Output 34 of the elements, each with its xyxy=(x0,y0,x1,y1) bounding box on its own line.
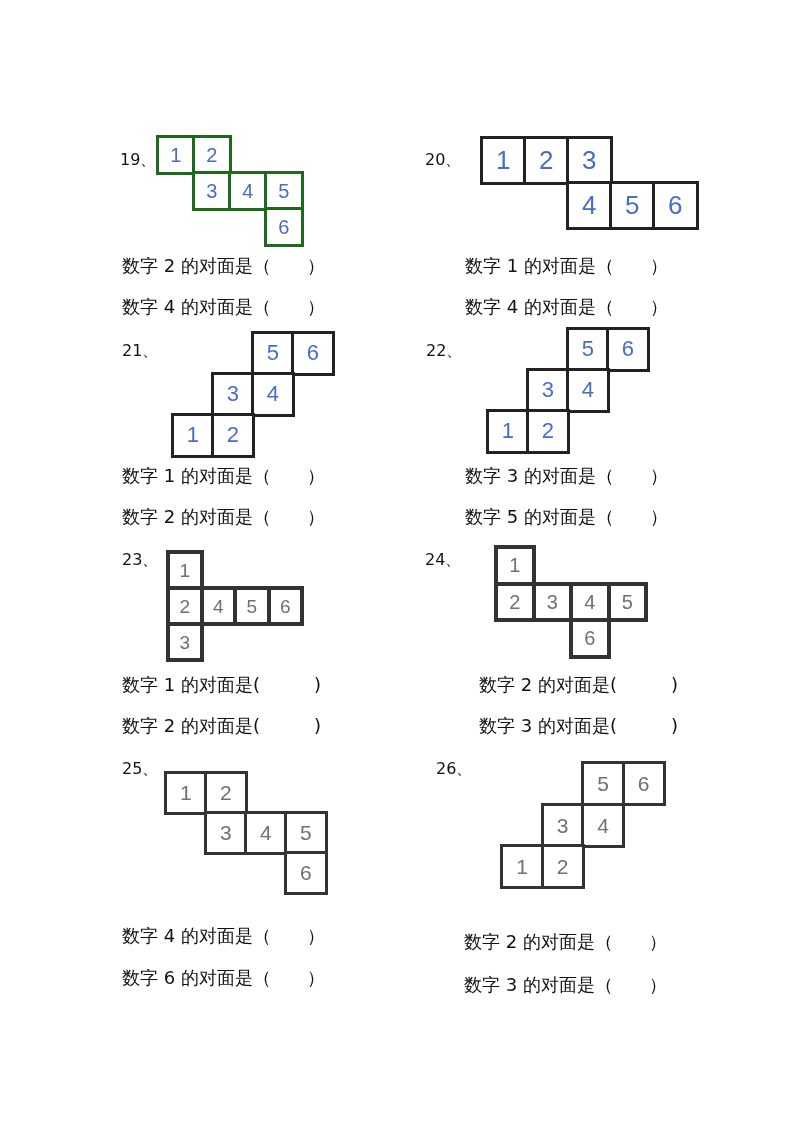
question-text: 数字 1 的对面是（ ） xyxy=(122,465,325,487)
net-square: 2 xyxy=(526,409,570,454)
problem-number: 22、 xyxy=(426,341,463,361)
net-square: 6 xyxy=(264,207,304,247)
problem-number: 20、 xyxy=(425,150,462,170)
problem-number: 19、 xyxy=(120,150,157,170)
question-text: 数字 4 的对面是（ ） xyxy=(122,925,325,947)
problem-number: 25、 xyxy=(122,759,159,779)
net-square: 2 xyxy=(211,413,255,458)
question-text: 数字 3 的对面是( ) xyxy=(479,715,678,737)
question-text: 数字 2 的对面是( ) xyxy=(122,715,321,737)
question-text: 数字 6 的对面是（ ） xyxy=(122,967,325,989)
question-text: 数字 3 的对面是（ ） xyxy=(464,974,667,996)
question-text: 数字 2 的对面是( ) xyxy=(479,674,678,696)
net-square: 6 xyxy=(652,181,699,230)
question-text: 数字 2 的对面是（ ） xyxy=(122,506,325,528)
problem-number: 26、 xyxy=(436,759,473,779)
net-square: 4 xyxy=(566,368,610,413)
question-text: 数字 1 的对面是( ) xyxy=(122,674,321,696)
question-text: 数字 4 的对面是（ ） xyxy=(465,296,668,318)
question-text: 数字 2 的对面是（ ） xyxy=(464,931,667,953)
problem-number: 23、 xyxy=(122,550,159,570)
question-text: 数字 3 的对面是（ ） xyxy=(465,465,668,487)
problem-number: 24、 xyxy=(425,550,462,570)
question-text: 数字 5 的对面是（ ） xyxy=(465,506,668,528)
question-text: 数字 1 的对面是（ ） xyxy=(465,255,668,277)
question-text: 数字 2 的对面是（ ） xyxy=(122,255,325,277)
net-square: 6 xyxy=(284,851,328,895)
net-square: 6 xyxy=(291,331,335,376)
problem-number: 21、 xyxy=(122,341,159,361)
net-square: 4 xyxy=(251,372,295,417)
question-text: 数字 4 的对面是（ ） xyxy=(122,296,325,318)
net-square: 6 xyxy=(606,327,650,372)
net-square: 1 xyxy=(500,844,544,889)
